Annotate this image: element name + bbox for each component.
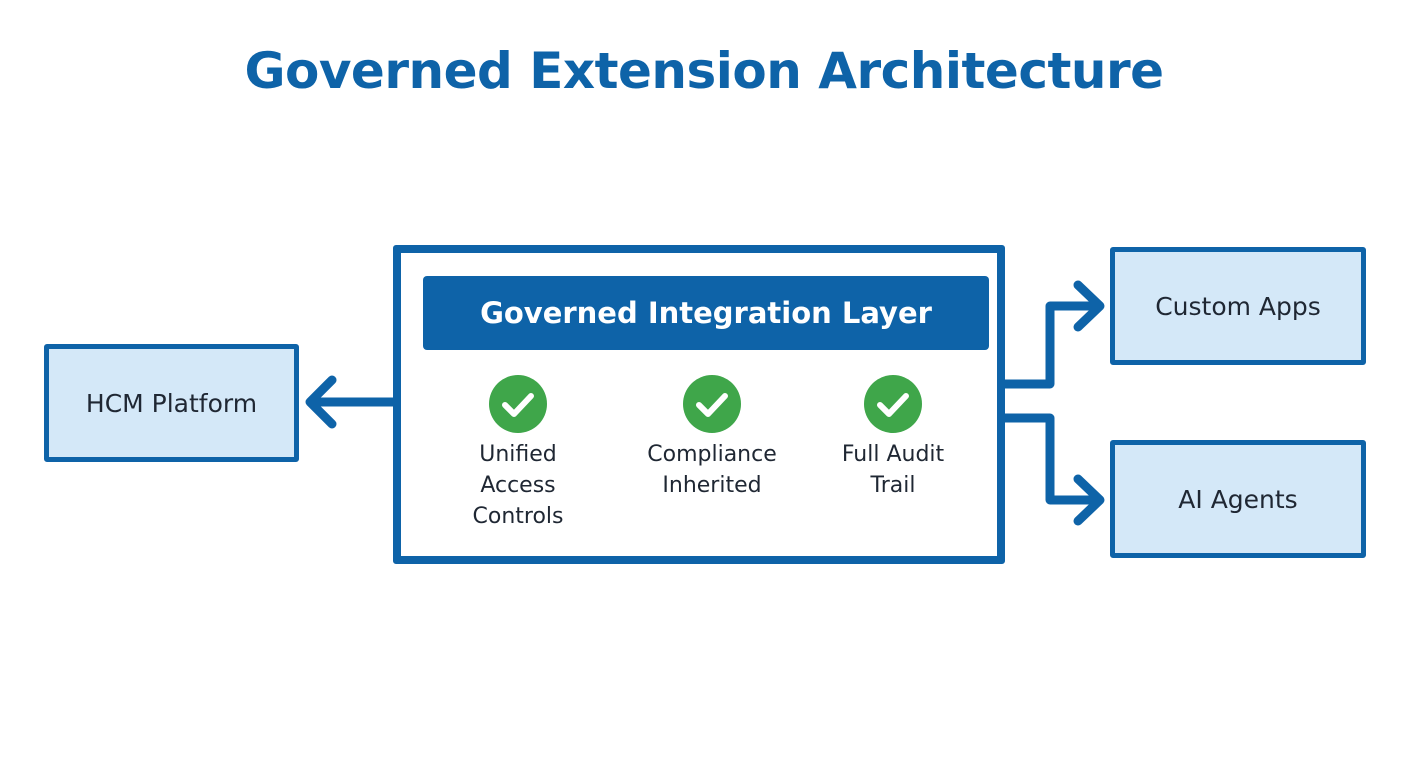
check-circle-icon [683,375,741,433]
feature-full-audit-trail: Full Audit Trail [798,375,988,501]
check-circle-icon [489,375,547,433]
arrow-to-custom-apps [1005,280,1105,389]
custom-apps-label: Custom Apps [1155,291,1321,321]
diagram-title: Governed Extension Architecture [244,42,1164,100]
ai-agents-box: AI Agents [1110,440,1366,558]
feature-label: Compliance Inherited [647,442,777,498]
arrow-to-hcm-platform [305,375,393,429]
ai-agents-label: AI Agents [1178,484,1298,514]
arrow-to-ai-agents [1005,413,1105,526]
integration-layer-header: Governed Integration Layer [423,276,989,350]
feature-label: Full Audit Trail [841,442,945,498]
feature-unified-access-controls: Unified Access Controls [423,375,613,532]
custom-apps-box: Custom Apps [1110,247,1366,365]
feature-compliance-inherited: Compliance Inherited [617,375,807,501]
hcm-platform-label: HCM Platform [85,388,258,418]
feature-label: Unified Access Controls [472,442,564,529]
integration-layer-container: Governed Integration Layer Unified Acces… [393,245,1005,564]
check-circle-icon [864,375,922,433]
hcm-platform-box: HCM Platform [44,344,299,462]
